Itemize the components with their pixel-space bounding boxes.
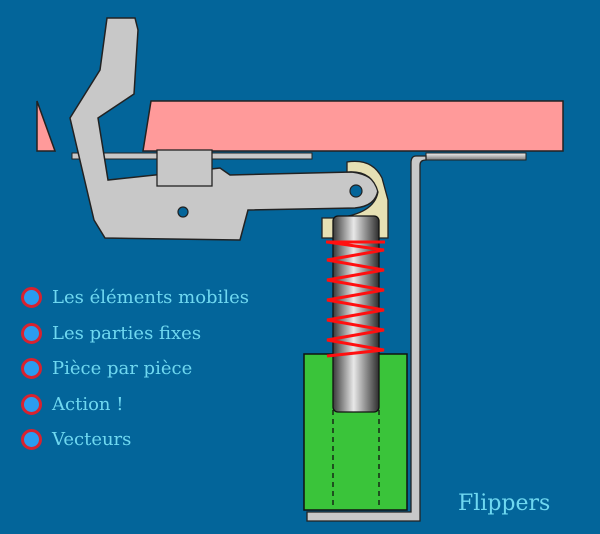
- menu-item-label: Les éléments mobiles: [52, 287, 249, 309]
- playfield-board: [36, 100, 57, 152]
- menu-item-label: Vecteurs: [52, 429, 132, 451]
- menu-bullet-icon: [21, 429, 42, 451]
- fixed-bracket: [306, 155, 427, 522]
- menu-item-label: Les parties fixes: [52, 322, 202, 344]
- menu-bullet-icon: [21, 393, 42, 415]
- playfield-board-main: [142, 100, 564, 152]
- menu-bullet-icon: [21, 322, 42, 344]
- lever-pivot-hole: [177, 206, 189, 218]
- menu-item-mobile-parts[interactable]: Les éléments mobiles: [21, 280, 249, 316]
- menu-item-label: Pièce par pièce: [52, 358, 193, 380]
- return-spring: [326, 240, 385, 358]
- bracket-top-rail: [425, 152, 527, 161]
- menu-item-piece-by-piece[interactable]: Pièce par pièce: [21, 351, 249, 387]
- menu-item-vectors[interactable]: Vecteurs: [21, 422, 249, 458]
- menu-bullet-icon: [21, 287, 42, 309]
- menu-bullet-icon: [21, 358, 42, 380]
- lever-guide-block: [156, 149, 213, 187]
- page-title: Flippers: [458, 491, 551, 516]
- navigation-menu: Les éléments mobiles Les parties fixes P…: [21, 280, 249, 458]
- menu-item-action[interactable]: Action !: [21, 387, 249, 423]
- menu-item-label: Action !: [52, 393, 124, 415]
- link-pivot-hole: [349, 184, 363, 198]
- menu-item-fixed-parts[interactable]: Les parties fixes: [21, 316, 249, 352]
